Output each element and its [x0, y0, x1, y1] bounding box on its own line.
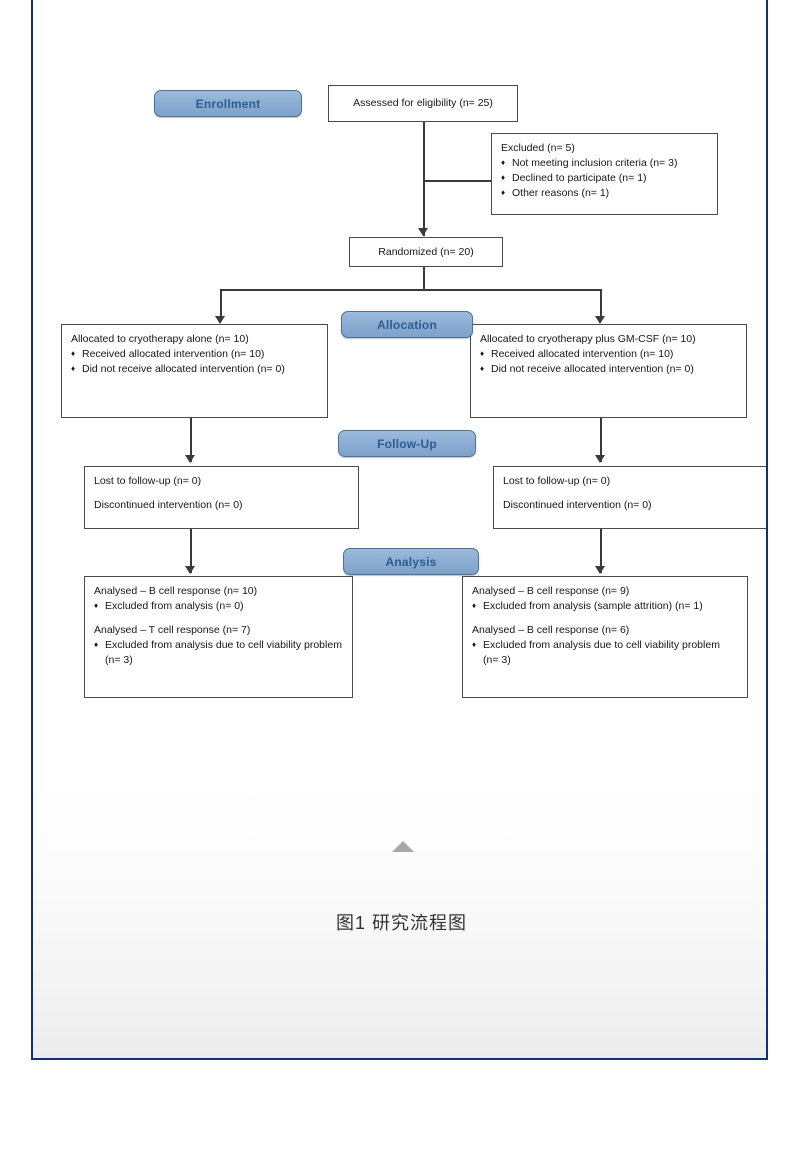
node-allocated-left: Allocated to cryotherapy alone (n= 10) R… — [61, 324, 328, 418]
stage-label-follow-up: Follow-Up — [338, 430, 476, 457]
stage-label-enrollment: Enrollment — [154, 90, 302, 117]
arrowhead-into-analysis-left — [185, 566, 195, 574]
connector-follow-left-to-analysis — [190, 529, 192, 573]
node-analysis-right: Analysed – B cell response (n= 9) Exclud… — [462, 576, 748, 698]
excluded-bullet-3: Other reasons (n= 1) — [501, 186, 708, 201]
stage-label-allocation: Allocation — [341, 311, 473, 338]
follow-right-line-1: Lost to follow-up (n= 0) — [503, 475, 611, 487]
connector-follow-right-to-analysis — [600, 529, 602, 573]
stage-label-analysis: Analysis — [343, 548, 479, 575]
analysis-right-bullet-2: Excluded from analysis due to cell viabi… — [472, 638, 738, 668]
node-randomized: Randomized (n= 20) — [349, 237, 503, 267]
node-follow-up-right: Lost to follow-up (n= 0) Discontinued in… — [493, 466, 766, 529]
node-assessed-for-eligibility: Assessed for eligibility (n= 25) — [328, 85, 518, 122]
connector-allocation-right-drop — [600, 289, 602, 321]
excluded-bullet-1: Not meeting inclusion criteria (n= 3) — [501, 156, 708, 171]
arrowhead-into-follow-right — [595, 455, 605, 463]
node-excluded: Excluded (n= 5) Not meeting inclusion cr… — [491, 133, 718, 215]
follow-left-line-1: Lost to follow-up (n= 0) — [94, 475, 202, 487]
connector-allocation-split — [220, 289, 600, 291]
document-page: Enrollment Assessed for eligibility (n= … — [31, 0, 768, 1060]
alloc-left-title: Allocated to cryotherapy alone (n= 10) — [71, 333, 249, 345]
arrowhead-into-alloc-right — [595, 316, 605, 324]
alloc-left-bullet-1: Received allocated intervention (n= 10) — [71, 347, 318, 362]
assessed-title: Assessed for eligibility (n= 25) — [353, 97, 493, 110]
node-allocated-right: Allocated to cryotherapy plus GM-CSF (n=… — [470, 324, 747, 418]
alloc-right-title: Allocated to cryotherapy plus GM-CSF (n=… — [480, 333, 696, 345]
consort-flow-diagram: Enrollment Assessed for eligibility (n= … — [33, 0, 766, 1058]
connector-randomized-stem — [423, 267, 425, 290]
analysis-left-title-2: Analysed – T cell response (n= 7) — [94, 623, 251, 636]
follow-left-line-2: Discontinued intervention (n= 0) — [94, 498, 243, 511]
excluded-title: Excluded (n= 5) — [501, 142, 575, 154]
connector-to-excluded — [423, 180, 502, 182]
analysis-left-bullet-2: Excluded from analysis due to cell viabi… — [94, 638, 343, 668]
connector-alloc-right-to-follow — [600, 418, 602, 462]
connector-allocation-left-drop — [220, 289, 222, 321]
randomized-title: Randomized (n= 20) — [378, 245, 474, 258]
arrowhead-into-randomized — [418, 228, 428, 236]
node-analysis-left: Analysed – B cell response (n= 10) Exclu… — [84, 576, 353, 698]
analysis-left-bullet-1: Excluded from analysis (n= 0) — [94, 599, 343, 614]
node-follow-up-left: Lost to follow-up (n= 0) Discontinued in… — [84, 466, 359, 529]
alloc-left-bullet-2: Did not receive allocated intervention (… — [71, 362, 318, 377]
excluded-bullet-2: Declined to participate (n= 1) — [501, 171, 708, 186]
analysis-right-title-1: Analysed – B cell response (n= 9) — [472, 585, 630, 597]
figure-caption: 图1 研究流程图 — [335, 913, 467, 933]
connector-alloc-left-to-follow — [190, 418, 192, 462]
connector-assessed-to-randomized — [423, 122, 425, 236]
analysis-right-title-2: Analysed – B cell response (n= 6) — [472, 623, 630, 636]
arrowhead-into-follow-left — [185, 455, 195, 463]
alloc-right-bullet-1: Received allocated intervention (n= 10) — [480, 347, 737, 362]
triangle-up-icon[interactable] — [392, 841, 414, 852]
follow-right-line-2: Discontinued intervention (n= 0) — [503, 498, 652, 511]
arrowhead-into-alloc-left — [215, 316, 225, 324]
analysis-left-title-1: Analysed – B cell response (n= 10) — [94, 585, 258, 597]
alloc-right-bullet-2: Did not receive allocated intervention (… — [480, 362, 737, 377]
analysis-right-bullet-1: Excluded from analysis (sample attrition… — [472, 599, 738, 614]
arrowhead-into-analysis-right — [595, 566, 605, 574]
